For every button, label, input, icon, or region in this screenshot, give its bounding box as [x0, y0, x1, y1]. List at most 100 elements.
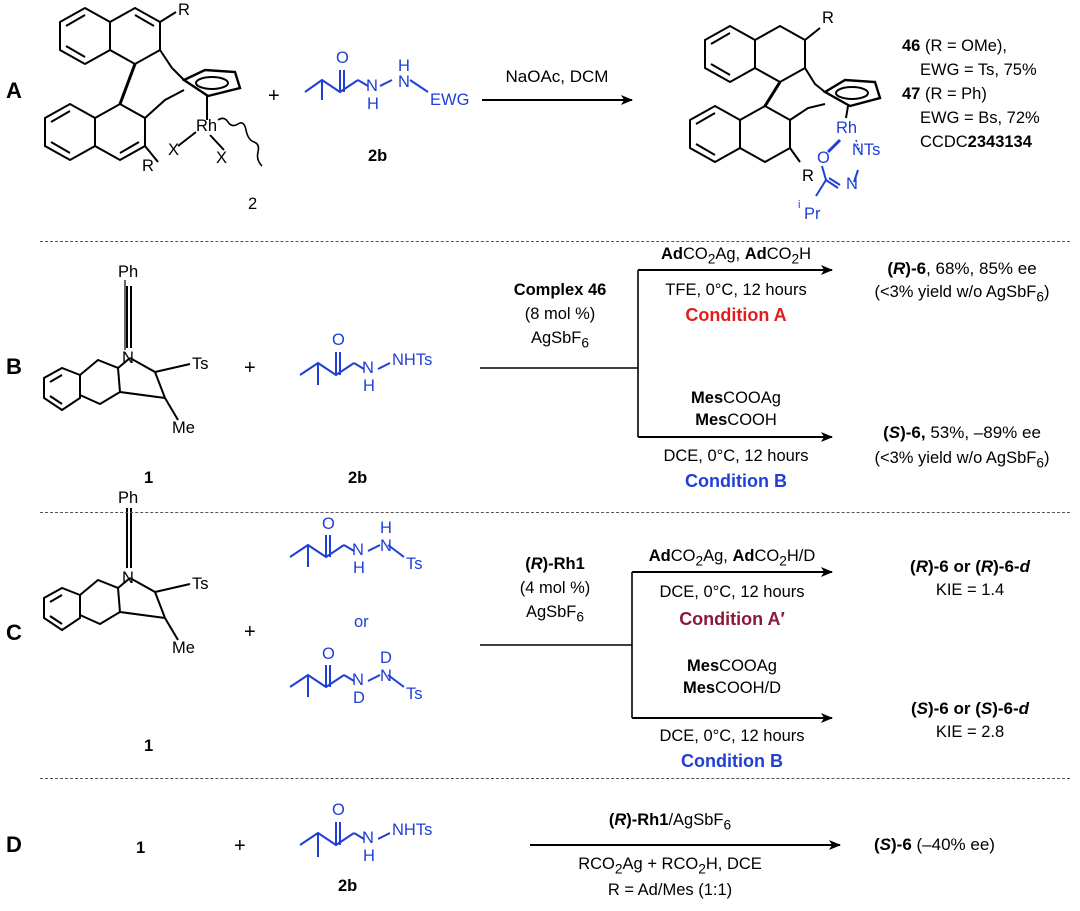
conditions-line-D: RCO2Ag + RCO2H, DCE	[578, 856, 762, 876]
stereo-S: S	[916, 699, 928, 718]
co: CO	[682, 245, 708, 263]
paren: (	[887, 259, 894, 278]
hydrazide-2b-structure-B	[299, 352, 391, 385]
NHTs-group: NHTs	[392, 351, 433, 369]
paren: )	[1044, 449, 1050, 467]
substituent-R: R	[142, 157, 154, 175]
hydrazide-N: N	[366, 77, 378, 95]
tosyl-group: Ts	[406, 555, 423, 573]
rh1: )-Rh1	[542, 555, 585, 573]
text: )-6-	[993, 557, 1020, 576]
chelate-O: O	[817, 149, 830, 167]
ad: Ad	[660, 245, 683, 263]
deuterated: d	[1018, 699, 1030, 718]
condition-A-label: Condition A	[685, 305, 787, 325]
panel-label-C: C	[6, 620, 22, 645]
hydrazide-H: H	[363, 847, 375, 865]
hydrazide-N: N	[380, 537, 392, 555]
carbonyl-O: O	[332, 801, 345, 819]
hydrazide-N: N	[352, 671, 364, 689]
result-D: (S)-6 (–40% ee)	[874, 836, 995, 853]
carbonyl-O: O	[336, 49, 349, 67]
hydrazide-H-structure-C	[289, 535, 405, 567]
ccdc-prefix: CCDC	[920, 133, 968, 151]
plus-sign: +	[244, 357, 256, 379]
paren: (	[910, 557, 916, 576]
compound-46: 46	[902, 37, 921, 55]
subscript: 6	[1036, 455, 1045, 471]
co: CO	[754, 547, 780, 565]
ag: Ag,	[703, 547, 733, 565]
paren: (	[525, 555, 531, 573]
yield-ee: , 68%, 85% ee	[926, 259, 1037, 278]
condition-B-solvent: DCE, 0°C, 12 hours	[659, 727, 805, 745]
hydrazide-H: H	[398, 57, 410, 75]
cooag: COOAg	[723, 389, 781, 407]
text: )-6 or (	[927, 557, 981, 576]
agsbf: /AgSbF	[668, 811, 724, 829]
compound-label-1: 1	[144, 737, 154, 755]
hydrazide-N: N	[380, 667, 392, 685]
mes: Mes	[687, 657, 720, 675]
phenyl-group: Ph	[118, 263, 139, 281]
condition-B-reagent2: MesCOOH	[695, 412, 777, 429]
panel-label-D: D	[6, 832, 22, 857]
product-46-line: 46 (R = OMe),	[902, 38, 1007, 55]
isopropyl-sup: i	[798, 199, 801, 211]
hydrazide-N: N	[362, 829, 374, 847]
result-R6-note: (<3% yield w/o AgSbF6)	[874, 284, 1049, 304]
condition-A-prime-label: Condition A′	[679, 609, 785, 629]
agsbf: AgSbF	[525, 603, 577, 621]
paren: (	[910, 699, 917, 718]
result-R6: (R)-6, 68%, 85% ee	[887, 260, 1036, 277]
carbonyl-O: O	[332, 331, 345, 349]
panel-label-B: B	[6, 354, 22, 379]
divider-AB	[40, 241, 1070, 242]
co: CO	[670, 547, 696, 565]
mes: Mes	[695, 411, 728, 429]
compound-47: 47	[902, 85, 921, 103]
indole-N: N	[122, 569, 134, 587]
rh1: )-Rh1	[626, 811, 669, 829]
deuterium: D	[353, 689, 365, 707]
kie-value-A: KIE = 1.4	[935, 581, 1005, 599]
conditions-A: NaOAc, DCM	[505, 67, 609, 86]
hd: H/D	[786, 547, 816, 565]
additive-agsbf6: AgSbF6	[531, 330, 589, 350]
divider-BC	[40, 512, 1070, 513]
carbonyl-O: O	[322, 645, 335, 663]
hydrazide-N: N	[352, 541, 364, 559]
subscript: 2	[695, 553, 704, 569]
hydrazide-N: N	[398, 73, 410, 91]
subscript: 2	[698, 861, 706, 877]
stereo-R: R	[614, 811, 627, 829]
kie-value-B: KIE = 2.8	[935, 723, 1005, 741]
text: )-6-	[992, 699, 1019, 718]
paren: (	[608, 811, 615, 829]
paren: )	[1044, 283, 1050, 301]
subscript: 6	[723, 817, 732, 833]
isopropyl: Pr	[804, 205, 821, 223]
tosyl-group: Ts	[192, 355, 209, 373]
subscript: 6	[1036, 289, 1045, 305]
ligand-X: X	[168, 141, 180, 159]
compound-6: )-6	[905, 259, 927, 278]
hydrazide-H: H	[353, 559, 365, 577]
rhodium-atom: Rh	[836, 119, 858, 137]
subscript: 2	[707, 251, 716, 267]
stereo-R: R	[893, 259, 906, 278]
deuterium: D	[380, 649, 392, 667]
ad: Ad	[648, 547, 671, 565]
result-R6-or-R6d: (R)-6 or (R)-6-d	[910, 558, 1030, 575]
subscript: 6	[576, 609, 585, 625]
EWG-group: EWG	[430, 91, 470, 109]
indole-1-structure-C	[43, 508, 191, 641]
condition-A-solvent: TFE, 0°C, 12 hours	[665, 281, 807, 299]
stereo-R: R	[915, 557, 928, 576]
compound-label-2b: 2b	[368, 147, 388, 165]
h-dce: H, DCE	[705, 855, 762, 873]
condition-A-reagents: AdCO2Ag, AdCO2H	[661, 246, 811, 266]
ccdc-id: 2343134	[967, 133, 1032, 151]
h: H	[799, 245, 812, 263]
coohd: COOH/D	[715, 679, 782, 697]
